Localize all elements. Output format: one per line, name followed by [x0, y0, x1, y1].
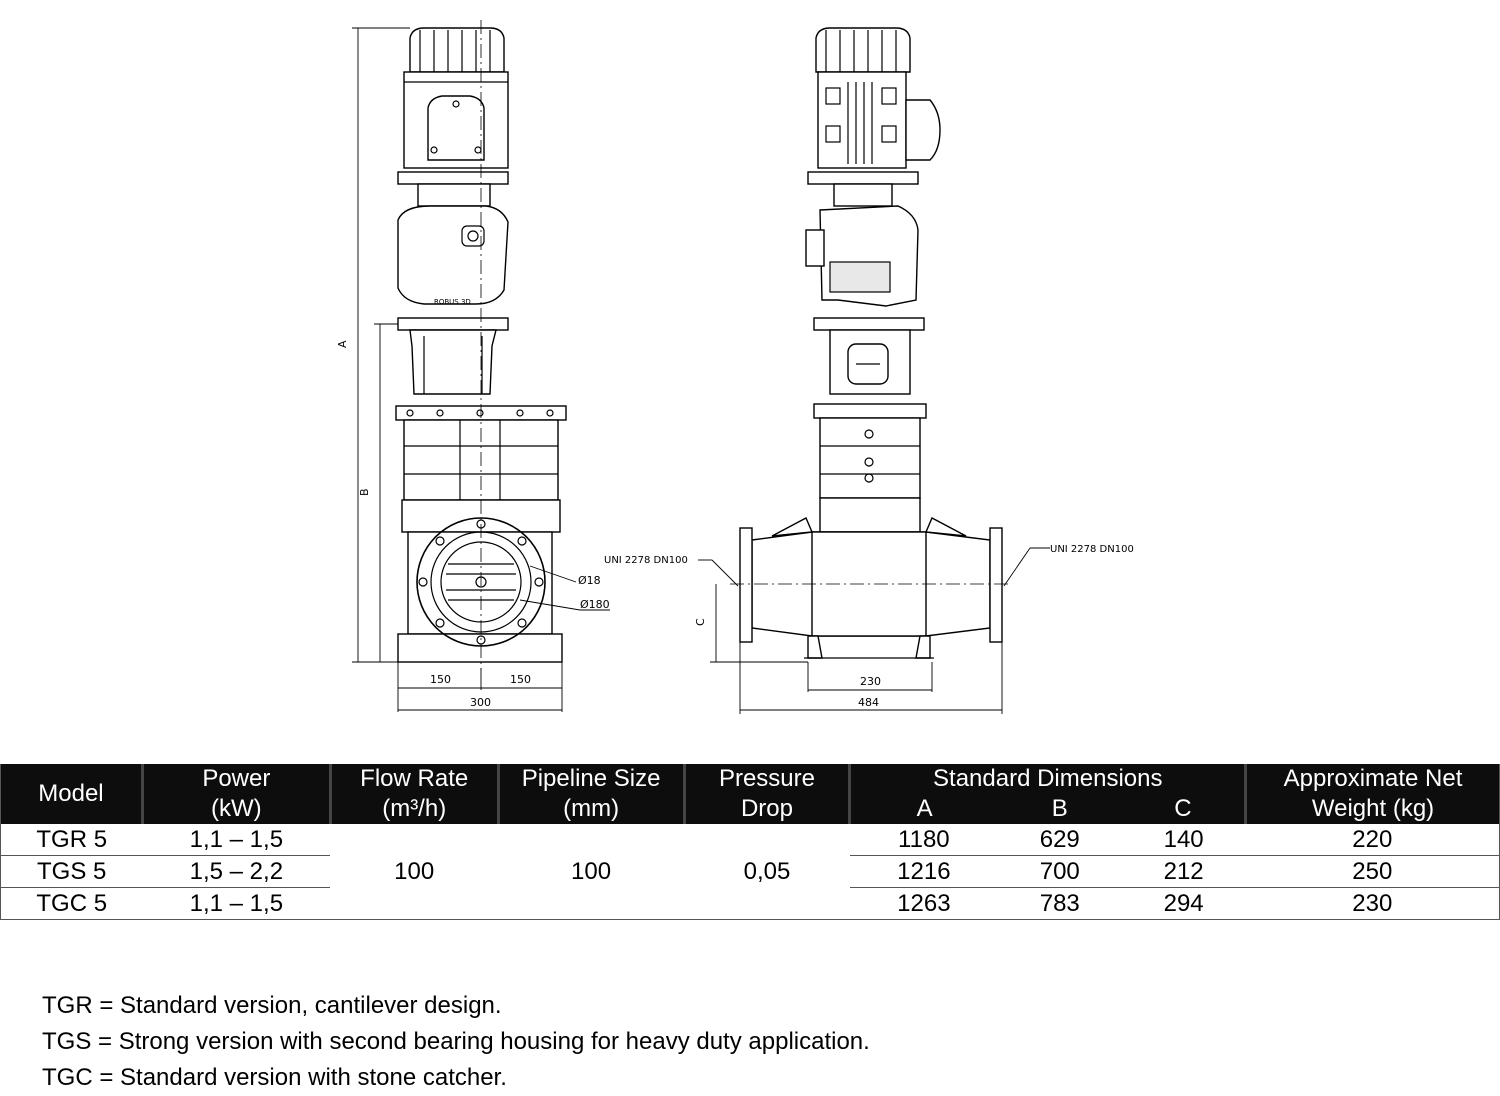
note-tgc: TGC = Standard version with stone catche…: [42, 1064, 507, 1091]
header-standard-dimensions: Standard Dimensions: [848, 764, 1246, 794]
cell-weight: 220: [1245, 824, 1500, 856]
dim-150-right: 150: [510, 673, 531, 686]
cell-dim-c: 140: [1121, 824, 1246, 856]
cell-weight: 250: [1245, 855, 1500, 888]
header-weight: Approximate Net: [1244, 764, 1500, 794]
cell-pressure-drop: 0,05: [684, 824, 850, 920]
cell-dim-b: 629: [997, 824, 1122, 856]
flange-right-label: UNI 2278 DN100: [1050, 544, 1134, 555]
note-tgr: TGR = Standard version, cantilever desig…: [42, 992, 502, 1019]
dim-230: 230: [860, 675, 881, 688]
dim-150-left: 150: [430, 673, 451, 686]
dim-a-label: A: [336, 340, 349, 348]
header-pressure-drop: Pressure: [682, 764, 850, 794]
header-power-unit: (kW): [140, 794, 331, 824]
cell-weight: 230: [1245, 887, 1500, 920]
specifications-table: Model Power Flow Rate Pipeline Size Pres…: [0, 764, 1500, 920]
header-flow-unit: (m³/h): [328, 794, 499, 824]
technical-drawing: ROBUS 3D A: [336, 20, 1134, 714]
cell-model: TGS 5: [0, 855, 143, 888]
header-model: Model: [0, 764, 143, 824]
bolt-circle-label: Ø180: [580, 598, 610, 611]
dim-484: 484: [858, 696, 879, 709]
cell-dim-c: 294: [1121, 887, 1246, 920]
header-drop-unit: Drop: [682, 794, 850, 824]
bolt-hole-label: Ø18: [578, 574, 601, 587]
cell-dim-c: 212: [1121, 855, 1246, 888]
header-dim-b: B: [997, 794, 1122, 824]
table-row: TGR 5 1,1 – 1,5 100 100 0,05 1180 629 14…: [0, 824, 1500, 920]
header-dim-a: A: [848, 794, 998, 824]
motor-brand-label: ROBUS 3D: [434, 298, 471, 306]
note-tgs: TGS = Strong version with second bearing…: [42, 1028, 870, 1055]
cell-pipeline-size: 100: [498, 824, 685, 920]
header-dim-c: C: [1121, 794, 1246, 824]
table-row: TGC 5 1,1 – 1,5 1263 783 294 230: [0, 887, 1500, 920]
cell-model: TGR 5: [0, 824, 143, 856]
dim-300: 300: [470, 696, 491, 709]
cell-dim-a: 1180: [849, 824, 998, 856]
header-flow-rate: Flow Rate: [328, 764, 499, 794]
dim-c-label: C: [694, 618, 707, 626]
header-power: Power: [140, 764, 331, 794]
table-row: TGS 5 1,5 – 2,2 1216 700 212 250: [0, 855, 1500, 888]
bolt-holes: [418, 519, 544, 645]
dim-b-label: B: [358, 488, 371, 496]
front-view: ROBUS 3D A: [336, 20, 610, 712]
cell-dim-b: 783: [997, 887, 1122, 920]
cell-model: TGC 5: [0, 887, 143, 920]
side-view: C 230 484 UNI 2278 DN100 UNI 2278 DN100: [604, 27, 1134, 714]
cell-dim-a: 1216: [849, 855, 998, 888]
header-weight-unit: Weight (kg): [1244, 794, 1500, 824]
header-pipeline-size: Pipeline Size: [496, 764, 685, 794]
cell-dim-a: 1263: [849, 887, 998, 920]
flange-left-label: UNI 2278 DN100: [604, 555, 688, 566]
cell-power: 1,5 – 2,2: [142, 855, 331, 888]
cell-dim-b: 700: [997, 855, 1122, 888]
cell-flow-rate: 100: [330, 824, 499, 920]
header-pipe-unit: (mm): [496, 794, 685, 824]
cell-power: 1,1 – 1,5: [142, 824, 331, 856]
model-notes: TGR = Standard version, cantilever desig…: [42, 988, 870, 1096]
cell-power: 1,1 – 1,5: [142, 887, 331, 920]
